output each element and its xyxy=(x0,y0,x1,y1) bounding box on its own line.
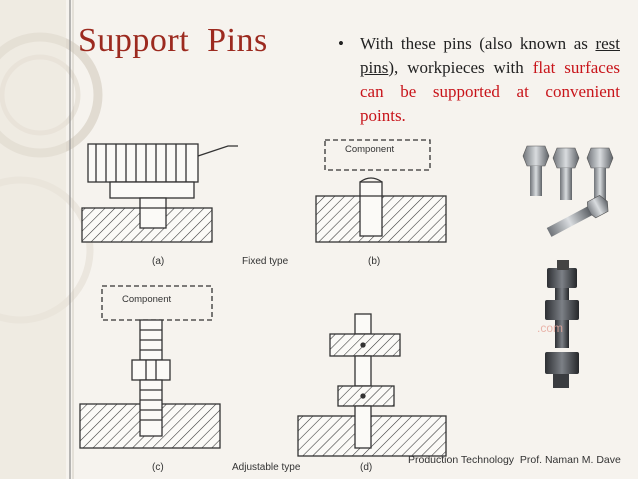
figure-b xyxy=(315,139,447,243)
footer-credit: Production Technology Prof. Naman M. Dav… xyxy=(408,454,621,466)
label-d: (d) xyxy=(360,462,372,473)
label-component-top: Component xyxy=(345,144,394,155)
figure-c xyxy=(79,285,221,449)
bullet-symbol: • xyxy=(338,34,344,53)
label-a: (a) xyxy=(152,256,164,267)
bullet-highlight: flat surfaces can be supported at conven… xyxy=(360,58,620,125)
watermark: .com xyxy=(537,321,563,335)
adjustable-pin-photo-icon xyxy=(545,260,579,388)
label-b: (b) xyxy=(368,256,380,267)
figure-d xyxy=(297,313,447,457)
bullet-text-middle: ), workpieces with xyxy=(388,58,533,77)
bullet-text: With these pins (also known as rest pins… xyxy=(360,32,620,128)
bullet-item: • With these pins (also known as rest pi… xyxy=(338,32,620,128)
support-pins-diagram: (a) Fixed type Component (b) Component (… xyxy=(79,139,447,473)
bullet-list: • With these pins (also known as rest pi… xyxy=(338,32,620,128)
rest-pins-term: rest pins xyxy=(360,34,620,77)
label-c: (c) xyxy=(152,462,164,473)
figure-a xyxy=(81,143,238,243)
caption-fixed-type: Fixed type xyxy=(242,256,289,267)
bullet-text-start: With these pins (also known as xyxy=(360,34,596,53)
caption-adjustable-type: Adjustable type xyxy=(232,462,301,473)
label-component-left: Component xyxy=(122,294,171,305)
pin-photos: .com xyxy=(522,145,614,388)
bolt-icon xyxy=(522,145,614,237)
slide-title: Support Pins xyxy=(78,22,268,59)
